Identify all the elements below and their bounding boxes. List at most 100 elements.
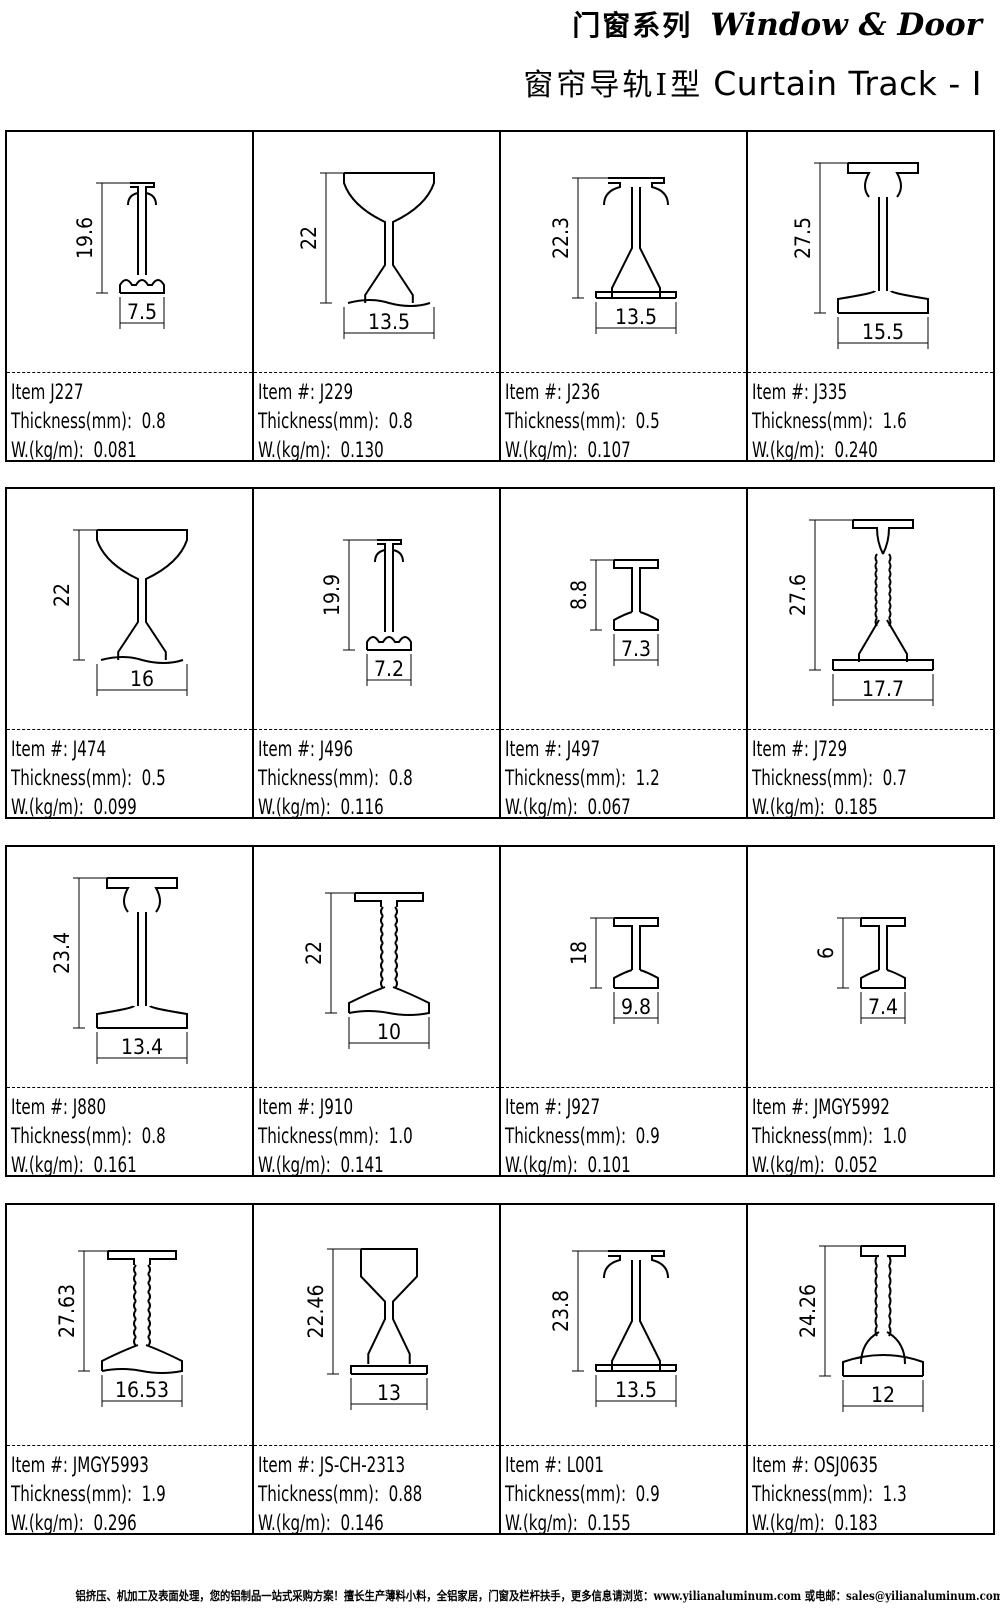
weight-value: 0.116 [340,795,384,819]
profile-drawing: 22.313.5 [549,177,677,334]
width-dimension: 16 [130,667,154,691]
weight-label: W.(kg/m): [752,1153,825,1177]
item-number: Item #: J236 [505,380,601,404]
width-dimension: 16.53 [115,1378,169,1402]
dashed-divider [748,1445,993,1446]
height-dimension: 22 [50,583,74,607]
weight-row: W.(kg/m): 0.081 [11,436,166,465]
weight-label: W.(kg/m): [258,1511,331,1535]
weight-label: W.(kg/m): [505,795,578,819]
profile-outline [96,529,188,664]
thickness-label: Thickness(mm): [752,766,874,790]
profile-drawing: 23.813.5 [549,1250,677,1407]
dimension-lines [809,519,934,706]
weight-row: W.(kg/m): 0.141 [258,1151,413,1180]
weight-row: W.(kg/m): 0.183 [752,1509,907,1538]
item-number: Item #: J474 [11,737,107,761]
item-number: Item #: JMGY5992 [752,1095,890,1119]
profile-outline [366,539,412,651]
dimension-lines [327,1248,428,1410]
profile-outline [613,917,659,989]
profile-drawing: 22 16 [50,529,188,696]
profile-outline [860,917,906,989]
width-dimension: 7.4 [868,995,898,1019]
height-dimension: 6 [814,947,838,959]
dashed-divider [748,1087,993,1088]
series-title-cn: 门窗系列 [572,9,693,42]
height-dimension: 19.9 [320,574,344,616]
dimension-lines [819,1245,924,1412]
footer-contact: 铝挤压、机加工及表面处理，您的铝制品一站式采购方案！擅长生产薄料小料，全铝家居，… [75,1589,1000,1603]
profile-outline [613,559,659,631]
thickness-row: Thickness(mm): 1.6 [752,407,907,436]
item-number: Item #: JMGY5993 [11,1453,149,1477]
width-dimension: 7.2 [374,657,404,681]
product-title-cn: 窗帘导轨I型 [523,68,704,103]
thickness-value: 0.5 [141,766,166,790]
thickness-value: 1.3 [882,1482,907,1506]
item-number: Item #: L001 [505,1453,605,1477]
weight-row: W.(kg/m): 0.107 [505,436,660,465]
weight-value: 0.130 [340,438,384,462]
thickness-label: Thickness(mm): [752,1482,874,1506]
dashed-divider [7,729,252,730]
profile-drawing: 19.67.5 [73,182,165,329]
width-dimension: 13.5 [368,310,410,334]
dashed-divider [254,1445,499,1446]
dimension-lines [78,1250,183,1407]
weight-label: W.(kg/m): [752,795,825,819]
height-dimension: 23.8 [549,1290,573,1332]
dimension-lines [590,917,659,1024]
thickness-label: Thickness(mm): [505,409,627,433]
thickness-label: Thickness(mm): [505,1124,627,1148]
weight-value: 0.101 [587,1153,631,1177]
profile-outline [595,177,677,299]
weight-label: W.(kg/m): [258,795,331,819]
profile-outline [96,877,188,1029]
thickness-row: Thickness(mm): 0.8 [11,1122,166,1151]
dashed-divider [254,372,499,373]
thickness-label: Thickness(mm): [505,766,627,790]
profile-drawing: 27.617.7 [786,519,934,706]
weight-value: 0.107 [587,438,631,462]
dimension-lines [814,162,929,349]
thickness-label: Thickness(mm): [258,1124,380,1148]
dashed-divider [501,1445,746,1446]
height-dimension: 22 [302,941,326,965]
weight-value: 0.161 [93,1153,137,1177]
thickness-row: Thickness(mm): 0.8 [258,407,413,436]
profile-outline [119,182,165,294]
dimension-lines [837,917,906,1024]
dashed-divider [254,729,499,730]
thickness-label: Thickness(mm): [11,409,133,433]
thickness-label: Thickness(mm): [752,409,874,433]
dimension-lines [572,177,677,334]
weight-value: 0.141 [340,1153,384,1177]
profile-outline [832,519,934,671]
thickness-value: 0.8 [388,766,413,790]
dashed-divider [7,372,252,373]
thickness-row: Thickness(mm): 0.5 [505,407,660,436]
width-dimension: 10 [377,1020,401,1044]
weight-row: W.(kg/m): 0.099 [11,793,166,822]
thickness-row: Thickness(mm): 0.7 [752,764,907,793]
weight-row: W.(kg/m): 0.101 [505,1151,660,1180]
item-number: Item #: J497 [505,737,601,761]
dashed-divider [748,372,993,373]
weight-row: W.(kg/m): 0.067 [505,793,660,822]
